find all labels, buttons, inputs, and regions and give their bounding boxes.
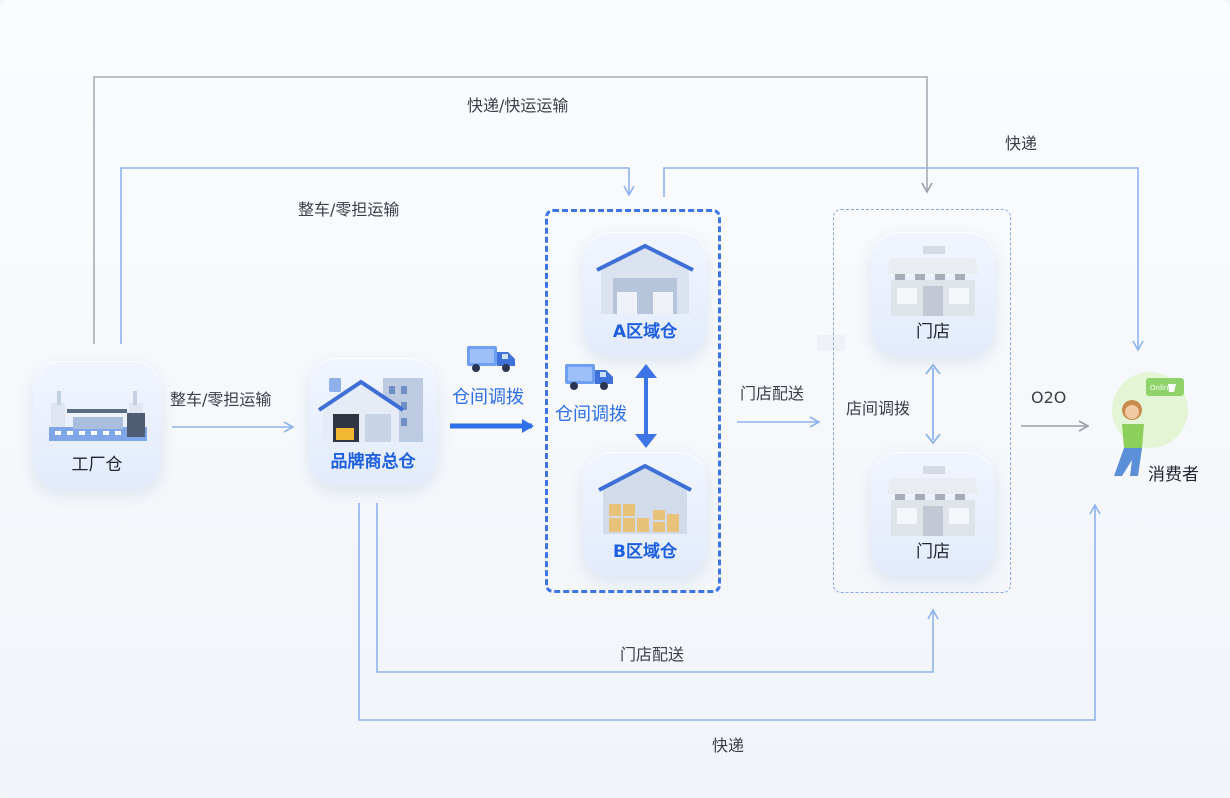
node-store-bottom: 门店 (871, 452, 995, 576)
storefront-icon (887, 246, 979, 316)
store-group (833, 209, 1011, 593)
line-ftl-to-region-a (120, 167, 635, 344)
node-region-b: B区域仓 (583, 452, 707, 576)
node-consumer-label: 消费者 (1148, 465, 1199, 485)
label-express-freight: 快递/快运运输 (467, 96, 569, 115)
label-o2o: O2O (1031, 388, 1067, 407)
label-store-delivery-bottom: 门店配送 (620, 645, 685, 664)
regional-warehouse-group (545, 209, 721, 593)
label-express-right: 快递 (1005, 134, 1038, 153)
label-transfer-main: 仓间调拨 (452, 387, 524, 408)
warehouse-icon (596, 243, 694, 314)
node-factory-warehouse: 工厂仓 (33, 361, 161, 489)
warehouse-building-icon (317, 378, 423, 442)
line-express-freight (93, 76, 933, 344)
label-store-transfer: 店间调拨 (846, 399, 911, 418)
node-consumer: Online 消费者 (1100, 372, 1210, 485)
line-hq-store-delivery (376, 503, 939, 673)
node-brand-hq: 品牌商总仓 (309, 358, 437, 486)
node-store-top: 门店 (871, 232, 995, 356)
factory-icon (49, 391, 147, 441)
label-transfer-inner: 仓间调拨 (555, 404, 627, 425)
label-express-bottom: 快递 (712, 736, 745, 755)
line-hq-express (358, 503, 1101, 721)
label-ftl-ltl-left: 整车/零担运输 (170, 390, 272, 409)
label-ftl-ltl-top: 整车/零担运输 (298, 200, 400, 219)
storefront-icon (887, 466, 979, 536)
line-region-express (663, 167, 1144, 352)
truck-icon (467, 346, 515, 372)
label-store-delivery-mid: 门店配送 (740, 384, 805, 403)
node-store-bottom-label: 门店 (916, 542, 950, 562)
consumer-badge-text: Online (1150, 384, 1173, 392)
node-region-a: A区域仓 (583, 232, 707, 356)
shopper-person-icon: Online (1112, 372, 1188, 476)
truck-icon (565, 364, 613, 390)
node-brand-hq-label: 品牌商总仓 (330, 452, 416, 472)
node-region-a-label: A区域仓 (612, 322, 678, 342)
node-store-top-label: 门店 (916, 322, 950, 342)
node-factory-label: 工厂仓 (71, 455, 123, 475)
node-region-b-label: B区域仓 (613, 542, 677, 562)
warehouse-boxes-icon (598, 463, 692, 534)
